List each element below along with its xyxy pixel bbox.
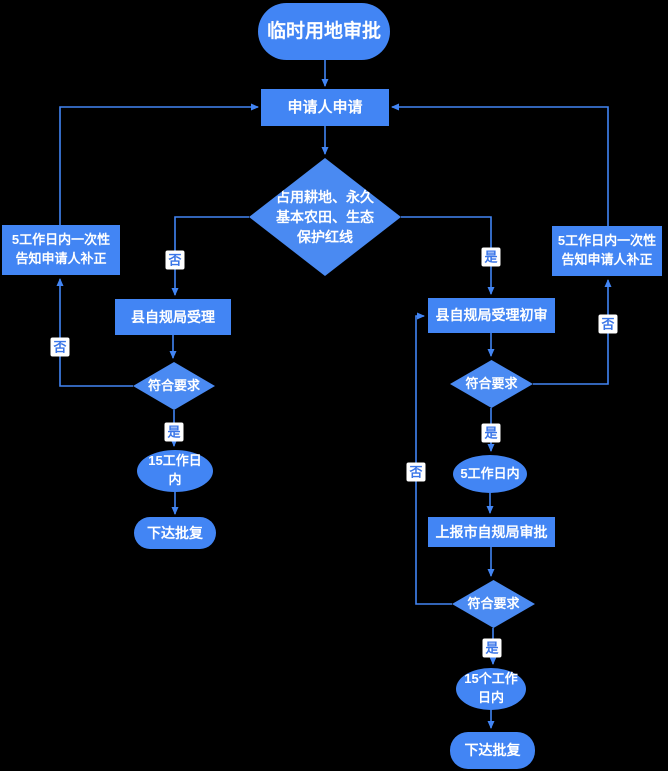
edge-check3-no-to-county-initial xyxy=(415,312,452,605)
edge-label-no-4: 否 xyxy=(406,462,426,482)
applicant-apply-step: 申请人申请 xyxy=(261,89,389,126)
edge-land-check-yes-to-county-initial xyxy=(401,216,495,295)
five-working-days: 5工作日内 xyxy=(453,455,527,493)
edge-notify-right-to-apply xyxy=(391,103,609,226)
issue-approval-right-terminator: 下达批复 xyxy=(450,732,535,769)
county-bureau-accept-step: 县自规局受理 xyxy=(115,299,231,335)
edge-label-yes-4: 是 xyxy=(482,638,502,658)
edge-label-no-1: 否 xyxy=(165,250,185,270)
report-city-bureau-step: 上报市自规局审批 xyxy=(428,517,555,547)
edge-land-check-no-to-county-accept xyxy=(171,216,249,296)
edge-label-yes-2: 是 xyxy=(164,422,184,442)
edge-label-no-3: 否 xyxy=(598,314,618,334)
start-terminator: 临时用地审批 xyxy=(258,3,390,60)
edge-label-no-2: 否 xyxy=(50,337,70,357)
fifteen-working-days-left: 15工作日 内 xyxy=(137,450,213,492)
issue-approval-left-terminator: 下达批复 xyxy=(134,517,216,549)
notify-correction-left-step: 5工作日内一次性 告知申请人补正 xyxy=(2,225,120,275)
edge-label-yes-3: 是 xyxy=(481,423,501,443)
county-bureau-initial-review-step: 县自规局受理初审 xyxy=(428,298,555,333)
edge-label-yes-1: 是 xyxy=(481,247,501,267)
edge-check1-no-to-notify-left xyxy=(56,278,133,387)
notify-correction-right-step: 5工作日内一次性 告知申请人补正 xyxy=(552,226,662,276)
fifteen-working-days-right: 15个工作 日内 xyxy=(456,668,526,710)
edge-notify-left-to-apply xyxy=(59,103,259,225)
